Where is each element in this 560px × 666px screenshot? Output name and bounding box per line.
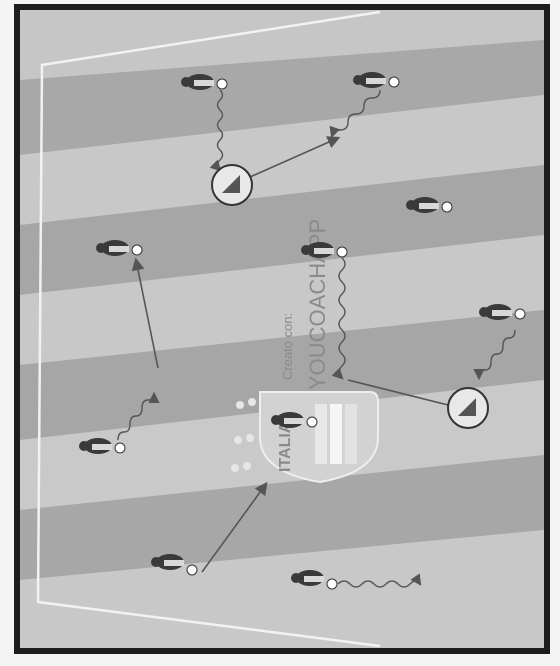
- cone-marker: [448, 388, 488, 428]
- pitch-area: ITALIA Creato con: YOUCOACHAPP: [20, 10, 544, 648]
- cone-marker: [212, 165, 252, 205]
- drill-board: ITALIA Creato con: YOUCOACHAPP: [14, 4, 550, 654]
- watermark-line1: Creato con:: [280, 313, 295, 380]
- crest-word: ITALIA: [277, 421, 294, 472]
- drill-diagram: ITALIA Creato con: YOUCOACHAPP: [20, 10, 544, 648]
- italia-crest: ITALIA: [260, 392, 378, 482]
